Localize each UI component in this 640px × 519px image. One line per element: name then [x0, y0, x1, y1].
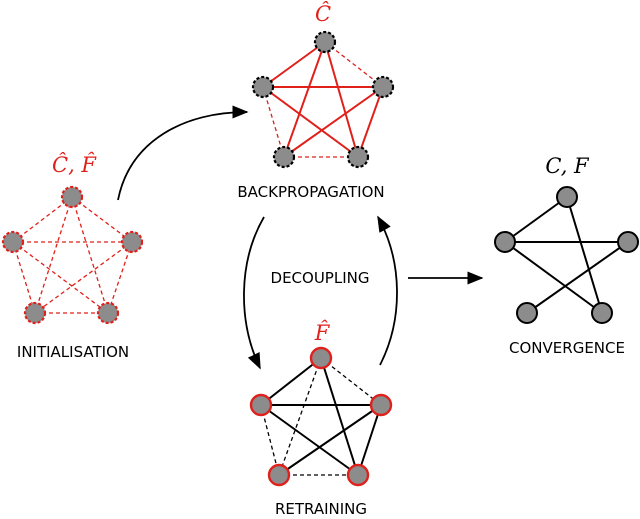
- graph-node: [251, 75, 275, 99]
- graph-edge: [260, 357, 322, 406]
- graph-edge: [504, 241, 603, 314]
- graph-node: [346, 463, 370, 487]
- graph-node: [96, 301, 120, 325]
- graph-edge: [320, 357, 382, 406]
- graph-node: [369, 393, 393, 417]
- graph-node: [516, 302, 538, 324]
- graph-node: [309, 346, 333, 370]
- graph-node: [60, 185, 84, 209]
- initialisation-math-label: Ĉ, F̂: [52, 152, 97, 177]
- graph-edge: [357, 86, 384, 158]
- initialisation-graph: [1, 185, 144, 325]
- retraining-math-label: F̂: [314, 321, 331, 345]
- graph-edge: [278, 404, 382, 476]
- graph-edge: [283, 86, 384, 158]
- graph-edge: [107, 241, 133, 314]
- arrow-init-to-backprop: [117, 105, 249, 201]
- initialisation-label: INITIALISATION: [17, 343, 129, 361]
- graph-node: [313, 30, 337, 54]
- graph-node: [494, 231, 516, 253]
- graph-edge: [262, 41, 326, 88]
- backpropagation-label: BACKPROPAGATION: [237, 183, 384, 201]
- graph-node: [346, 145, 370, 169]
- graph-node: [23, 301, 47, 325]
- graph-edge: [34, 241, 133, 314]
- graph-edge: [566, 196, 603, 314]
- graph-node: [120, 230, 144, 254]
- backpropagation-math-label: Ĉ: [315, 1, 331, 26]
- graph-edge: [283, 41, 326, 158]
- graph-node: [272, 145, 296, 169]
- graph-edge: [34, 196, 73, 314]
- graph-edge: [12, 241, 36, 314]
- decoupling-label: DECOUPLING: [271, 269, 370, 287]
- graph-edge: [71, 196, 133, 243]
- graph-edge: [260, 404, 359, 476]
- graph-edge: [357, 404, 382, 476]
- arrow-backprop-to-retrain: [243, 216, 265, 370]
- graph-edge: [324, 41, 384, 88]
- graph-node: [371, 75, 395, 99]
- graph-edge: [262, 86, 359, 158]
- arrow-retrain-to-backprop: [377, 215, 398, 366]
- graph-node: [556, 186, 578, 208]
- graph-node: [1, 230, 25, 254]
- retraining-graph: [249, 346, 393, 487]
- graph-node: [617, 231, 639, 253]
- graph-node: [249, 393, 273, 417]
- graph-node: [591, 302, 613, 324]
- graph-edge: [504, 196, 568, 243]
- retraining-label: RETRAINING: [275, 500, 367, 518]
- graph-edge: [262, 86, 285, 158]
- graph-edge: [526, 241, 629, 314]
- graph-edge: [324, 41, 359, 158]
- convergence-label: CONVERGENCE: [509, 339, 625, 357]
- graph-edge: [12, 196, 73, 243]
- graph-node: [267, 463, 291, 487]
- convergence-math-label: C, F: [545, 154, 590, 178]
- graph-edge: [71, 196, 109, 314]
- backpropagation-graph: [251, 30, 395, 169]
- graph-edge: [260, 404, 280, 476]
- convergence-graph: [494, 186, 639, 324]
- graph-edge: [12, 241, 109, 314]
- graph-edge: [320, 357, 359, 476]
